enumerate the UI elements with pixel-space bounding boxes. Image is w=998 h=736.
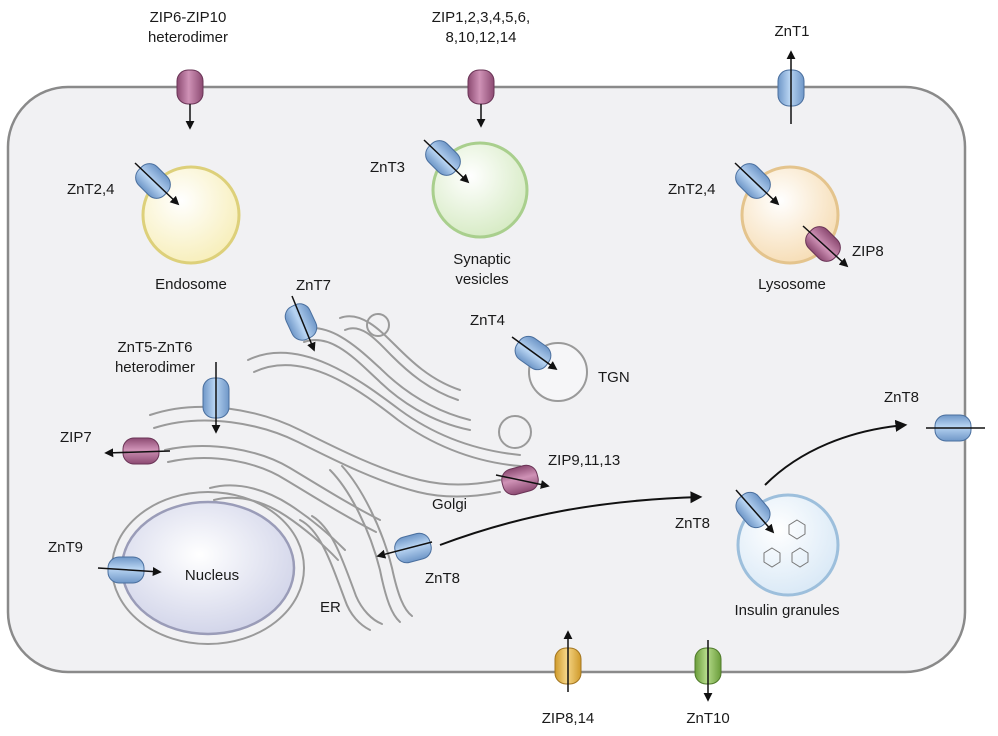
znt1-transporter	[777, 50, 805, 124]
label-zip8-14: ZIP8,14	[542, 710, 595, 727]
znt8-er-transporter	[376, 532, 433, 564]
label-zip9-11-13: ZIP9,11,13	[548, 452, 620, 469]
granule-to-membrane-arrow	[764, 419, 908, 486]
znt2-4-endosome-transporter	[134, 162, 180, 206]
er-to-granule-arrow	[439, 491, 703, 546]
zip-group-transporter	[467, 69, 495, 128]
label-znt2-4-lysosome: ZnT2,4	[668, 181, 716, 198]
label-golgi: Golgi	[432, 496, 467, 513]
znt10-transporter	[694, 640, 722, 702]
label-zip-group-2: 8,10,12,14	[446, 29, 517, 46]
label-tgn: TGN	[598, 369, 630, 386]
label-zip7: ZIP7	[60, 429, 92, 446]
label-er: ER	[320, 599, 341, 616]
label-znt8-er: ZnT8	[425, 570, 460, 587]
label-znt3: ZnT3	[370, 159, 405, 176]
zip8-14-transporter	[554, 630, 582, 692]
znt2-4-lysosome-transporter	[734, 162, 780, 206]
zip9-11-13-transporter	[495, 464, 550, 496]
znt4-transporter	[511, 335, 558, 371]
znt5-znt6-transporter	[202, 362, 230, 434]
label-znt5-znt6-2: heterodimer	[115, 359, 195, 376]
label-znt8-membrane: ZnT8	[884, 389, 919, 406]
znt7-transporter	[284, 295, 318, 352]
label-zip6-zip10-2: heterodimer	[148, 29, 228, 46]
golgi-apparatus	[149, 313, 532, 631]
label-znt9: ZnT9	[48, 539, 83, 556]
label-znt4: ZnT4	[470, 312, 505, 329]
label-endosome: Endosome	[155, 276, 227, 293]
znt3-transporter	[423, 139, 470, 184]
zip7-transporter	[104, 437, 171, 465]
label-znt10: ZnT10	[686, 710, 729, 727]
label-lysosome: Lysosome	[758, 276, 826, 293]
label-znt7: ZnT7	[296, 277, 331, 294]
label-synaptic-1: Synaptic	[453, 251, 511, 268]
label-synaptic-2: vesicles	[455, 271, 508, 288]
label-insulin-granules: Insulin granules	[734, 602, 839, 619]
zip6-zip10-transporter	[176, 69, 204, 130]
label-znt2-4-endosome: ZnT2,4	[67, 181, 115, 198]
label-nucleus: Nucleus	[185, 567, 239, 584]
zip8-lysosome-transporter	[802, 225, 849, 268]
label-zip8-lysosome: ZIP8	[852, 243, 884, 260]
label-zip6-zip10-1: ZIP6-ZIP10	[150, 9, 227, 26]
label-zip-group-1: ZIP1,2,3,4,5,6,	[432, 9, 530, 26]
znt8-granule-transporter	[735, 489, 775, 534]
insulin-crystal-icon	[763, 519, 809, 568]
label-znt5-znt6-1: ZnT5-ZnT6	[117, 339, 192, 356]
znt9-transporter	[97, 556, 162, 584]
label-znt8-granule: ZnT8	[675, 515, 710, 532]
znt8-membrane-transporter	[926, 414, 985, 442]
label-znt1: ZnT1	[774, 23, 809, 40]
